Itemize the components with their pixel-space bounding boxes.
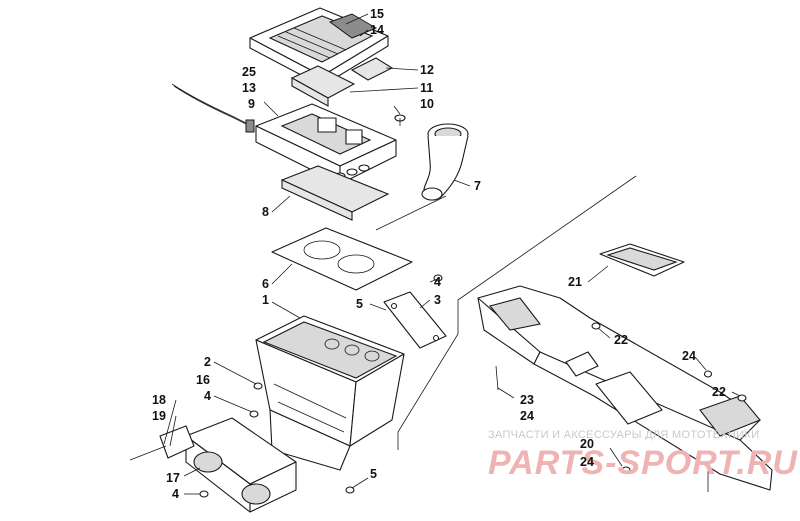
inlet-housing: [185, 417, 297, 513]
watermark-tagline: ЗАПЧАСТИ И АКСЕССУАРЫ ДЛЯ МОТОТЕХНИКИ: [488, 429, 759, 441]
callout-11: 11: [420, 81, 433, 95]
callout-4-lower: 4: [172, 487, 179, 501]
callout-2: 2: [204, 355, 211, 369]
callout-19: 19: [152, 409, 166, 423]
gasket-plate: [271, 227, 413, 291]
callout-4-middle: 4: [204, 389, 211, 403]
callout-16: 16: [196, 373, 210, 387]
console-body: [477, 285, 773, 491]
console-fasteners: [495, 322, 747, 492]
intake-boot: [421, 123, 469, 201]
callout-9: 9: [248, 97, 255, 111]
callout-24-left: 24: [520, 409, 534, 423]
callout-17: 17: [166, 471, 180, 485]
fasteners: [199, 274, 443, 498]
callout-labels: 15 14 12 11 25 13 9 10 7 8 6 4 1 5 3 21 …: [152, 7, 726, 501]
callout-20: 20: [580, 437, 594, 451]
callout-6: 6: [262, 277, 269, 291]
callout-18: 18: [152, 393, 166, 407]
callout-5-upper: 5: [356, 297, 363, 311]
console-seal: [599, 243, 685, 277]
foam-pad-8: [280, 165, 390, 221]
callout-4-upper: 4: [434, 275, 441, 289]
callout-25: 25: [242, 65, 256, 79]
callout-13: 13: [242, 81, 256, 95]
callout-24-bottom: 24: [580, 455, 594, 469]
watermark-logo: PARTS-SPORT.RU: [488, 444, 798, 482]
callout-15: 15: [370, 7, 384, 21]
callout-14: 14: [370, 23, 384, 37]
airbox-body: [255, 315, 405, 471]
callout-24-right: 24: [682, 349, 696, 363]
callout-21: 21: [568, 275, 582, 289]
callout-8: 8: [262, 205, 269, 219]
sensor-wire: [171, 83, 255, 133]
callout-5-lower: 5: [370, 467, 377, 481]
leader-lines: [163, 13, 741, 495]
mount-bracket: [129, 425, 195, 461]
callout-22-upper: 22: [614, 333, 628, 347]
callout-3: 3: [434, 293, 441, 307]
callout-12: 12: [420, 63, 434, 77]
callout-10: 10: [420, 97, 434, 111]
screw-10: [394, 114, 406, 126]
filter-element: [290, 65, 356, 107]
callout-1: 1: [262, 293, 269, 307]
clamp-plate: [383, 291, 447, 349]
callout-7: 7: [474, 179, 481, 193]
assembly-lines: [375, 175, 637, 450]
callout-23: 23: [520, 393, 534, 407]
callout-22-lower: 22: [712, 385, 726, 399]
